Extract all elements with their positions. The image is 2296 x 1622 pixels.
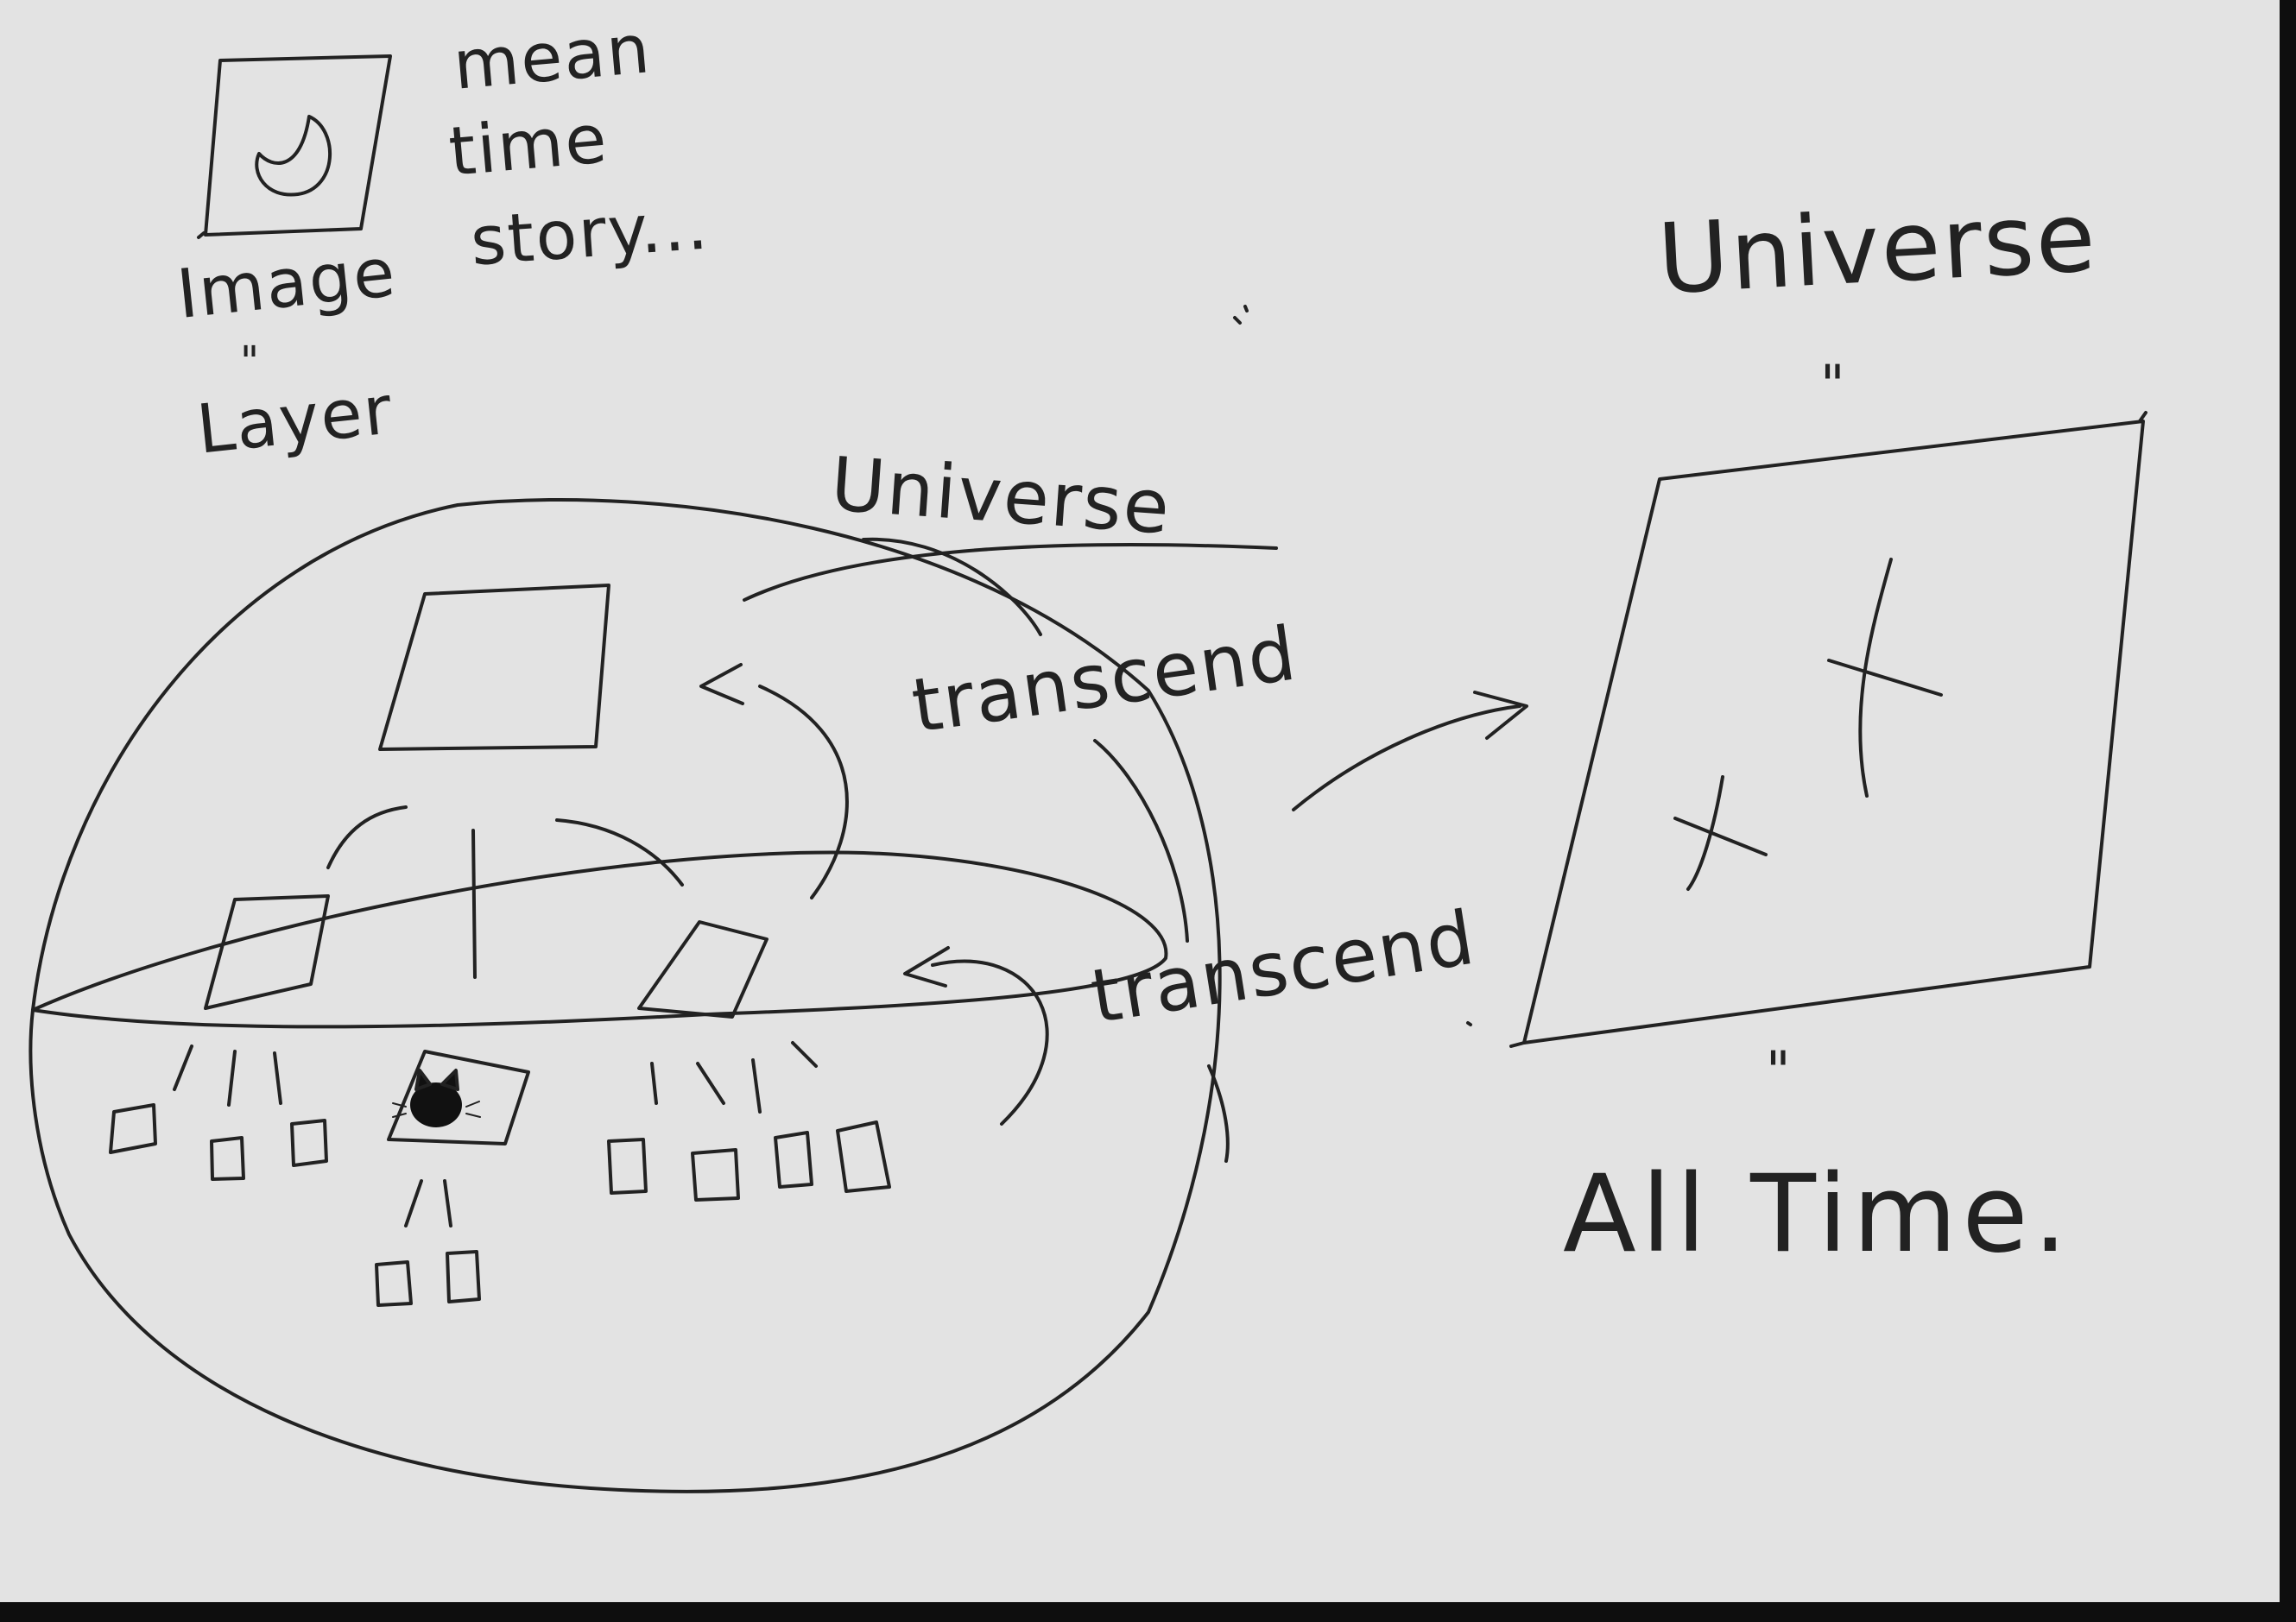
transcend-arrow-up-head <box>699 663 744 705</box>
leaf-squares-left <box>109 1103 328 1181</box>
leaf-lines-right <box>650 1041 818 1114</box>
sphere-title: Universe <box>827 441 1174 552</box>
leaf-lines-left <box>173 1045 282 1107</box>
universe-frame-title: Universe <box>1654 180 2100 317</box>
meaning-line-mean: mean <box>450 10 655 105</box>
transcend-arrow-up <box>758 685 849 899</box>
universe-frame-equals-top: " <box>1820 353 1847 416</box>
universe-underline <box>743 543 1278 602</box>
stray-mark <box>1233 305 1249 325</box>
top-layer-frame <box>378 584 610 751</box>
star-icon-left <box>1673 775 1768 891</box>
middle-layer-frame-right <box>637 920 768 1019</box>
universe-frame-equals-bottom: " <box>1766 1039 1793 1102</box>
stray-dot <box>1466 1021 1472 1026</box>
moon-icon <box>255 115 332 197</box>
equals-mark: " <box>240 338 262 386</box>
meaning-line-time: time <box>446 100 611 192</box>
connector-line-center <box>471 829 477 979</box>
cat-child-lines <box>404 1179 452 1228</box>
universe-pointer-curve <box>862 537 1042 636</box>
transcend-leader-line <box>1093 739 1189 943</box>
connector-arc-left <box>326 805 408 869</box>
connector-arc-right <box>555 818 684 887</box>
universe-frame <box>1522 420 2145 1045</box>
universe-frame-corner-tick <box>1509 411 2147 1048</box>
transcend-arrow-lower <box>931 959 1049 1126</box>
leaf-squares-right <box>607 1120 891 1202</box>
universe-sphere-outline <box>28 498 1222 1493</box>
star-icon-right <box>1827 558 1943 798</box>
middle-layer-frame-left <box>204 894 330 1010</box>
transcend-arrow-lower-head <box>903 946 950 988</box>
all-time-caption: All Time. <box>1563 1152 2073 1277</box>
cat-child-squares <box>375 1250 481 1307</box>
cat-frame <box>387 1050 530 1145</box>
sphere-right-tick <box>1207 1064 1230 1163</box>
legend-image-box <box>197 54 392 239</box>
arrow-to-universe-frame-head <box>1473 691 1528 740</box>
label-layer: Layer <box>193 371 397 470</box>
middle-layer-plane <box>31 850 1168 1029</box>
meaning-line-story: story... <box>468 186 712 281</box>
cat-icon <box>392 1069 481 1127</box>
arrow-to-universe-frame <box>1292 704 1521 811</box>
